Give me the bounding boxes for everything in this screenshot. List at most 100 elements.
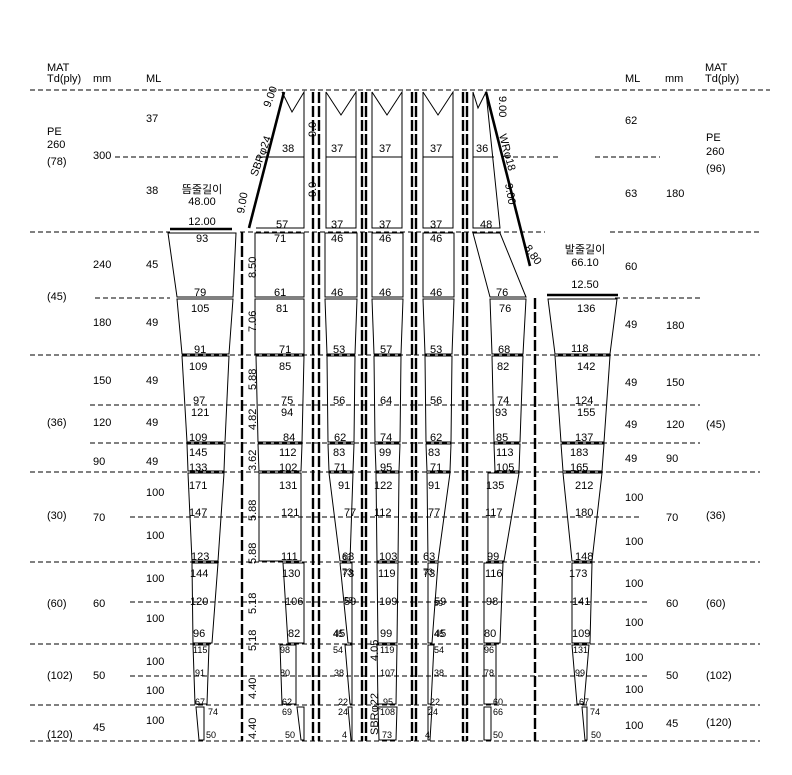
mesh-value: 95: [380, 462, 392, 474]
rope-length-label: 4.40: [247, 718, 259, 739]
rope-length-label: 9.00: [262, 85, 281, 109]
mesh-value: 111: [281, 551, 298, 563]
ply-group-left: (36): [47, 417, 67, 429]
ply-group-right: (120): [706, 717, 732, 729]
mesh-value: 155: [577, 407, 595, 419]
mesh-value: 59: [344, 596, 356, 608]
mesh-value: 99: [487, 551, 499, 563]
mesh-value: 38: [434, 668, 444, 678]
mesh-value: 50: [493, 730, 503, 740]
mesh-value: 71: [334, 462, 346, 474]
mesh-value: 120: [190, 596, 208, 608]
mesh-value: 142: [577, 361, 595, 373]
mesh-value: 122: [374, 480, 392, 492]
mesh-value: 124: [575, 395, 593, 407]
mesh-value: 115: [193, 645, 207, 655]
mesh-count-left: 100: [146, 530, 164, 542]
mesh-size-left: 240: [93, 259, 111, 271]
mesh-value: 74: [208, 707, 218, 717]
mesh-value: 54: [333, 645, 343, 655]
rope-length-label: 8.50: [247, 257, 259, 278]
footrope-length-label: 발줄길이: [565, 243, 605, 256]
headrope-length-label: 뜸줄길이: [182, 183, 222, 196]
ply-group-left: (45): [47, 291, 67, 303]
mesh-value: 53: [333, 344, 345, 356]
mesh-count-left: 100: [146, 573, 164, 585]
mesh-count-right: 62: [625, 115, 637, 127]
rope-length-label: 5.88: [247, 369, 259, 390]
rope-length-label: 4.05: [369, 640, 381, 661]
mesh-value: 105: [496, 462, 514, 474]
mesh-size-left: 180: [93, 317, 111, 329]
mesh-value: 46: [331, 233, 343, 245]
mesh-value: 74: [497, 395, 509, 407]
ply-group-left: (102): [47, 670, 73, 682]
mesh-value: 60: [493, 697, 503, 707]
mesh-value: 62: [282, 697, 292, 707]
mesh-count-right: 100: [625, 578, 643, 590]
rope-length-label: 3.62: [247, 450, 259, 471]
mesh-value: 109: [189, 432, 207, 444]
mesh-value: 91: [428, 480, 440, 492]
headrope-length-value: 12.00: [188, 216, 216, 228]
mesh-value: 130: [282, 568, 300, 580]
mesh-value: 54: [434, 645, 444, 655]
mesh-size-left: 60: [93, 598, 105, 610]
rope-length-label: 5.18: [247, 593, 259, 614]
mesh-count-right: 100: [625, 492, 643, 504]
mesh-value: 118: [571, 343, 589, 355]
mesh-count-right: 49: [625, 377, 637, 389]
rope-length-label: 5.88: [247, 543, 259, 564]
mesh-count-right: 49: [625, 419, 637, 431]
mesh-count-right: 60: [625, 261, 637, 273]
mesh-value: 91: [195, 668, 205, 678]
ply-group-right: (60): [706, 598, 726, 610]
mesh-value: 85: [279, 361, 291, 373]
ply-group-right: (45): [706, 419, 726, 431]
mesh-value: 121: [281, 507, 299, 519]
mesh-value: 144: [190, 568, 208, 580]
mesh-count-left: 45: [146, 259, 158, 271]
mesh-value: 117: [485, 507, 503, 519]
mesh-value: 63: [423, 551, 435, 563]
mesh-value: 57: [380, 344, 392, 356]
mesh-value: 71: [274, 233, 286, 245]
mesh-value: 119: [378, 568, 396, 580]
mesh-value: 96: [193, 628, 205, 640]
material-spec-left: PE: [47, 126, 62, 138]
mesh-size-left: 50: [93, 670, 105, 682]
mesh-value: 79: [194, 287, 206, 299]
mesh-value: 45: [333, 629, 343, 639]
headrope-length-value: 48.00: [188, 196, 216, 208]
ply-group-left: (60): [47, 598, 67, 610]
header-mm: mm: [93, 73, 111, 85]
mesh-value: 78: [484, 668, 494, 678]
mesh-size-right: 180: [666, 320, 684, 332]
mesh-value: 53: [430, 344, 442, 356]
mesh-value: 73: [382, 730, 392, 740]
mesh-value: 82: [497, 361, 509, 373]
rope-length-label: 4.40: [247, 678, 259, 699]
mesh-value: 173: [569, 568, 587, 580]
mesh-value: 109: [379, 596, 397, 608]
mesh-value: 22: [430, 697, 440, 707]
mesh-value: 133: [189, 462, 207, 474]
mesh-value: 76: [499, 303, 511, 315]
rope-length-label: SBRφ22: [369, 693, 381, 735]
mesh-value: 38: [334, 668, 344, 678]
mesh-value: 4: [342, 730, 347, 740]
mesh-value: 83: [333, 447, 345, 459]
mesh-count-left: 100: [146, 487, 164, 499]
mesh-value: 93: [495, 407, 507, 419]
mesh-count-right: 49: [625, 453, 637, 465]
ply-group-left: (120): [47, 729, 73, 741]
mesh-value: 106: [285, 596, 303, 608]
mesh-count-right: 100: [625, 536, 643, 548]
mesh-value: 69: [282, 707, 292, 717]
header-mat-right: MAT: [705, 62, 728, 74]
mesh-value: 37: [430, 143, 442, 155]
mesh-value: 91: [194, 344, 206, 356]
mesh-size-right: 180: [666, 188, 684, 200]
mesh-value: 77: [344, 507, 356, 519]
mesh-value: 71: [430, 462, 442, 474]
